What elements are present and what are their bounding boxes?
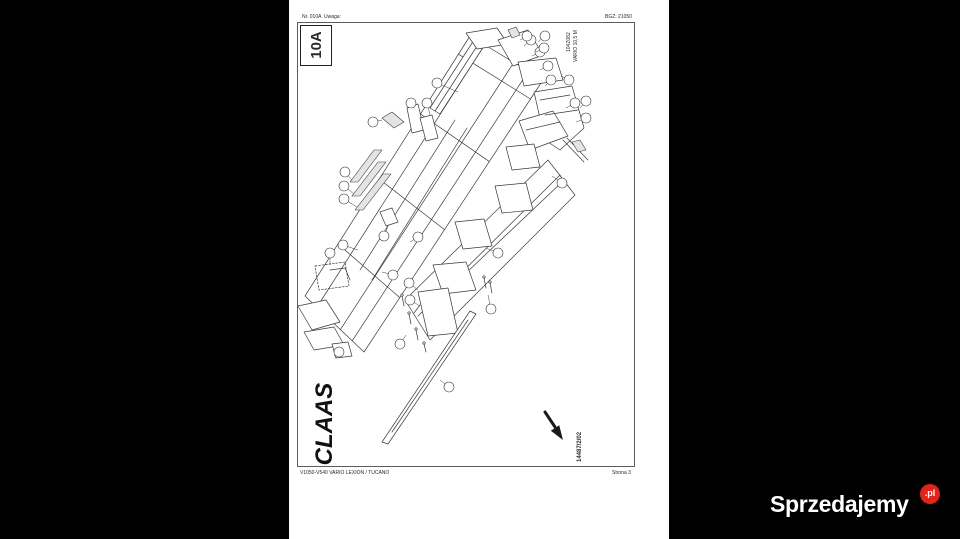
callout-bubble <box>569 97 581 109</box>
callout-bubble <box>338 193 350 205</box>
callout-bubble <box>563 74 575 86</box>
callout-bubble <box>443 381 455 393</box>
bgz-code: BGZ: 21050 <box>605 14 632 20</box>
drawing-code: 104Z082 <box>566 32 572 52</box>
callout-bubble <box>405 97 417 109</box>
callout-bubble <box>387 269 399 281</box>
callout-bubble <box>580 112 592 124</box>
callout-bubble <box>556 177 568 189</box>
small-brackets <box>379 103 439 227</box>
callout-bubble <box>324 247 336 259</box>
section-label-box <box>300 25 332 66</box>
sprzedajemy-watermark: Sprzedajemy .pl <box>770 484 942 521</box>
callout-bubble <box>404 294 416 306</box>
watermark-badge: .pl <box>920 484 940 504</box>
section-label: 10A <box>308 31 325 59</box>
callout-bubble <box>545 74 557 86</box>
callout-bubble <box>538 42 550 54</box>
callout-bubble <box>333 346 345 358</box>
callout-bubble <box>485 303 497 315</box>
callout-bubble <box>421 97 433 109</box>
exploded-parts-diagram <box>297 26 592 445</box>
callout-bubble <box>492 247 504 259</box>
callout-bubble <box>337 239 349 251</box>
long-rod <box>381 310 477 445</box>
callout-bubble <box>378 230 390 242</box>
callout-bubble <box>367 116 379 128</box>
direction-arrow-icon <box>543 410 563 440</box>
callout-bubble <box>338 180 350 192</box>
perforated-panels <box>417 143 541 337</box>
claas-logo: CLAAS <box>311 383 338 466</box>
drawing-frame <box>297 22 635 467</box>
drawing-variant: VARIO 10,5 M <box>573 30 579 62</box>
note-label: Uwaga: <box>324 14 341 20</box>
callout-bubble <box>542 60 554 72</box>
callout-bubble <box>431 77 443 89</box>
callout-bubble <box>403 277 415 289</box>
callout-bubble <box>394 338 406 350</box>
callout-bubble <box>339 166 351 178</box>
footer-page: Strona 3 <box>612 470 631 476</box>
callout-bubble <box>580 95 592 107</box>
wear-strips <box>349 149 392 211</box>
drawing-number: 14487/2/02 <box>577 431 583 462</box>
callout-bubble <box>521 30 533 42</box>
page-number: Nr. 010A <box>302 14 322 20</box>
watermark-brand: Sprzedajemy <box>770 491 909 517</box>
fasteners <box>400 275 493 353</box>
callout-bubble <box>539 30 551 42</box>
main-beam <box>304 35 544 353</box>
footer-model: V1050-V540 VARIO LEXION / TUCANO <box>300 470 389 476</box>
callout-group <box>324 30 592 393</box>
callout-bubble <box>412 231 424 243</box>
